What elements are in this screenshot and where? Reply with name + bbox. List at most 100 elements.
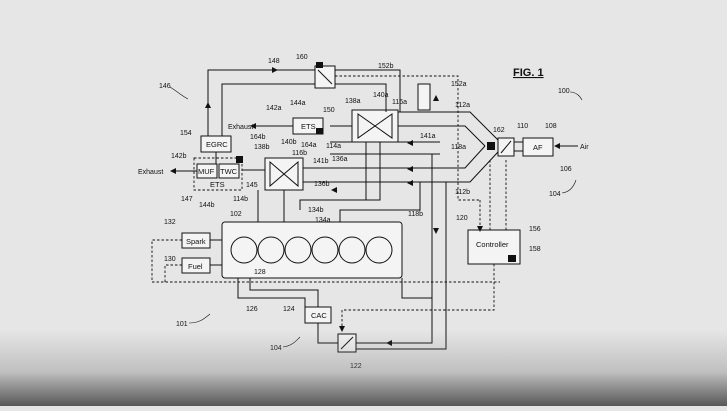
ref-126: 126 xyxy=(246,306,258,313)
leader-101 xyxy=(188,313,211,324)
ref-100: 100 xyxy=(558,88,570,95)
ref-136b: 136b xyxy=(314,181,330,188)
flow-arrow-118a xyxy=(407,166,413,172)
ref-134b: 134b xyxy=(308,207,324,214)
pipe-152b-outer xyxy=(335,69,401,112)
spark-control-line xyxy=(151,239,500,283)
ctrl-arrow-1 xyxy=(477,226,483,232)
air-label: Air xyxy=(580,144,589,151)
ref-132: 132 xyxy=(164,219,176,226)
ref-140a: 140a xyxy=(373,92,389,99)
ref-108: 108 xyxy=(545,123,557,130)
leader-104a xyxy=(561,179,577,194)
cylinder-1 xyxy=(230,236,258,264)
intake-branch-lower-outer xyxy=(440,151,499,183)
ref-102: 102 xyxy=(230,211,242,218)
ref-118a: 118a xyxy=(451,144,466,151)
figure-title: FIG. 1 xyxy=(513,67,544,79)
pipe-152b-inner xyxy=(335,83,387,112)
ref-120: 120 xyxy=(456,215,468,222)
cylinder-4 xyxy=(311,236,339,264)
ref-128: 128 xyxy=(254,269,266,276)
ets-lower-label: ETS xyxy=(210,180,225,189)
cylinder-6 xyxy=(365,236,393,264)
ref-152b: 152b xyxy=(378,63,394,70)
ref-164b: 164b xyxy=(250,134,266,141)
cylinder-5 xyxy=(338,236,366,264)
air-filter-label: AF xyxy=(533,143,543,152)
egr-valve-actuator xyxy=(316,62,323,68)
ref-142a: 142a xyxy=(266,105,282,112)
fuel-control-line xyxy=(164,264,182,282)
ref-164a: 164a xyxy=(301,142,317,149)
ref-138b: 138b xyxy=(254,144,270,151)
sensor-164a xyxy=(316,128,323,134)
cylinder-3 xyxy=(284,236,312,264)
ref-106: 106 xyxy=(560,166,572,173)
flow-arrow-136b xyxy=(331,187,337,193)
ets-lower-enclosure xyxy=(193,157,243,191)
exhaust-upper-label: Exhaust xyxy=(228,124,253,131)
ctrl-to-cac-valve xyxy=(341,264,495,330)
ref-147: 147 xyxy=(181,196,193,203)
turbine-lower xyxy=(269,160,285,188)
ref-114a: 114a xyxy=(326,143,341,150)
egr-valve-plate xyxy=(317,69,333,85)
leader-100 xyxy=(569,91,583,101)
ref-162: 162 xyxy=(493,127,505,134)
ref-144a: 144a xyxy=(290,100,306,107)
ref-101: 101 xyxy=(176,321,188,328)
ref-104a: 104 xyxy=(549,191,561,198)
engine-right-link xyxy=(401,278,432,299)
egr-loop-inner xyxy=(221,83,315,136)
ref-116b: 116b xyxy=(292,150,307,157)
turbine-upper xyxy=(374,113,393,139)
ref-118b: 118b xyxy=(408,211,423,218)
exhaust-lower-label: Exhaust xyxy=(138,169,163,176)
ref-110: 110 xyxy=(517,123,528,130)
egr-control-line xyxy=(335,75,480,201)
ref-116a: 116a xyxy=(392,99,407,106)
ref-146: 146 xyxy=(159,83,171,90)
fuel-label: Fuel xyxy=(188,262,203,271)
controller-module-158 xyxy=(508,255,516,262)
egr-flow-arrow xyxy=(272,67,278,73)
flow-arrow-112b xyxy=(407,180,413,186)
egr-up-arrow xyxy=(205,102,211,108)
ref-144b: 144b xyxy=(199,202,215,209)
ref-114b: 114b xyxy=(233,196,248,203)
exhaust-lower-arrow xyxy=(170,168,176,174)
flow-arrow-152a xyxy=(433,95,439,101)
ref-154: 154 xyxy=(180,130,192,137)
ref-134a: 134a xyxy=(315,217,331,224)
pipe-134b xyxy=(299,142,381,210)
air-filter-box xyxy=(522,137,554,157)
ref-150: 150 xyxy=(323,107,335,114)
exhaust-upper-arrow xyxy=(250,123,256,129)
cac-label: CAC xyxy=(311,311,327,320)
ref-140b: 140b xyxy=(281,139,297,146)
controller-label: Controller xyxy=(476,240,509,249)
flow-arrow-116a xyxy=(407,140,413,146)
ref-130: 130 xyxy=(164,256,176,263)
compressor-upper xyxy=(357,113,376,139)
twc-box xyxy=(218,163,240,179)
ref-156: 156 xyxy=(529,226,541,233)
sensor-164b xyxy=(236,156,243,163)
leader-146 xyxy=(169,86,189,100)
ref-141a: 141a xyxy=(420,133,436,140)
ref-112a: 112a xyxy=(455,102,470,109)
ref-112b: 112b xyxy=(455,189,470,196)
duct-152a xyxy=(417,83,431,111)
egrc-label: EGRC xyxy=(206,140,228,149)
ref-138a: 138a xyxy=(345,98,361,105)
cac-outlet-inner xyxy=(249,278,319,307)
ets-upper-label: ETS xyxy=(301,122,316,131)
sensor-162 xyxy=(487,142,495,150)
bottom-shade xyxy=(0,330,727,406)
muffler-label: MUF xyxy=(198,167,215,176)
intake-branch-upper-outer xyxy=(440,111,499,141)
compressor-lower xyxy=(283,160,299,188)
ref-152a: 152a xyxy=(451,81,467,88)
